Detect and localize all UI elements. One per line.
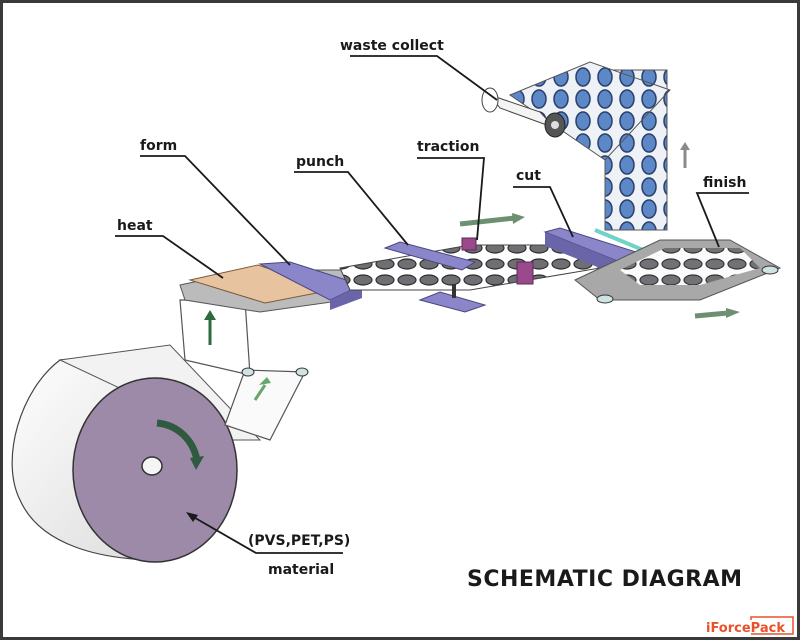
punch-station <box>383 241 487 313</box>
output-arrow-icon <box>694 310 729 319</box>
brand-text: iForcePack <box>706 621 785 636</box>
waste-web <box>508 61 690 231</box>
label-finish: finish <box>695 175 749 248</box>
label-text: finish <box>703 175 746 191</box>
waste-skeleton-rolled <box>508 61 671 161</box>
label-material: (PVS,PET,PS) material <box>186 512 350 578</box>
film-web-feed <box>179 299 309 441</box>
diagram-title: SCHEMATIC DIAGRAM <box>467 567 743 592</box>
label-text: cut <box>516 168 541 184</box>
punch-tool-upper <box>383 241 477 271</box>
traction-roller-side <box>516 261 534 285</box>
label-heat: heat <box>115 218 224 279</box>
label-waste-collect: waste collect <box>340 38 498 101</box>
traction-station <box>459 213 534 285</box>
punch-tool-lower <box>418 291 487 313</box>
label-form: form <box>140 138 291 266</box>
traction-arrow-icon <box>459 215 516 227</box>
label-text: punch <box>296 154 344 170</box>
waste-collect-roller <box>481 87 566 138</box>
label-material-text: material <box>268 562 334 578</box>
schematic-svg: waste collect form punch traction heat c… <box>11 38 794 636</box>
feed-arrow-icon <box>253 384 267 401</box>
label-text: waste collect <box>340 38 444 54</box>
finished-cups <box>620 248 760 285</box>
rotation-arrow-icon <box>156 419 201 461</box>
label-text: traction <box>417 139 479 155</box>
material-roll <box>11 344 262 563</box>
label-cut: cut <box>513 168 574 238</box>
label-text: form <box>140 138 177 154</box>
roll-core <box>141 456 163 476</box>
label-traction: traction <box>417 139 485 241</box>
traction-roller-top <box>461 237 477 251</box>
label-text: heat <box>117 218 153 234</box>
diagram-canvas: waste collect form punch traction heat c… <box>3 3 797 637</box>
label-material-types: (PVS,PET,PS) <box>248 533 350 549</box>
finish-conveyor <box>574 239 782 319</box>
label-punch: punch <box>294 154 409 246</box>
brand-logo: iForcePack <box>706 616 794 636</box>
